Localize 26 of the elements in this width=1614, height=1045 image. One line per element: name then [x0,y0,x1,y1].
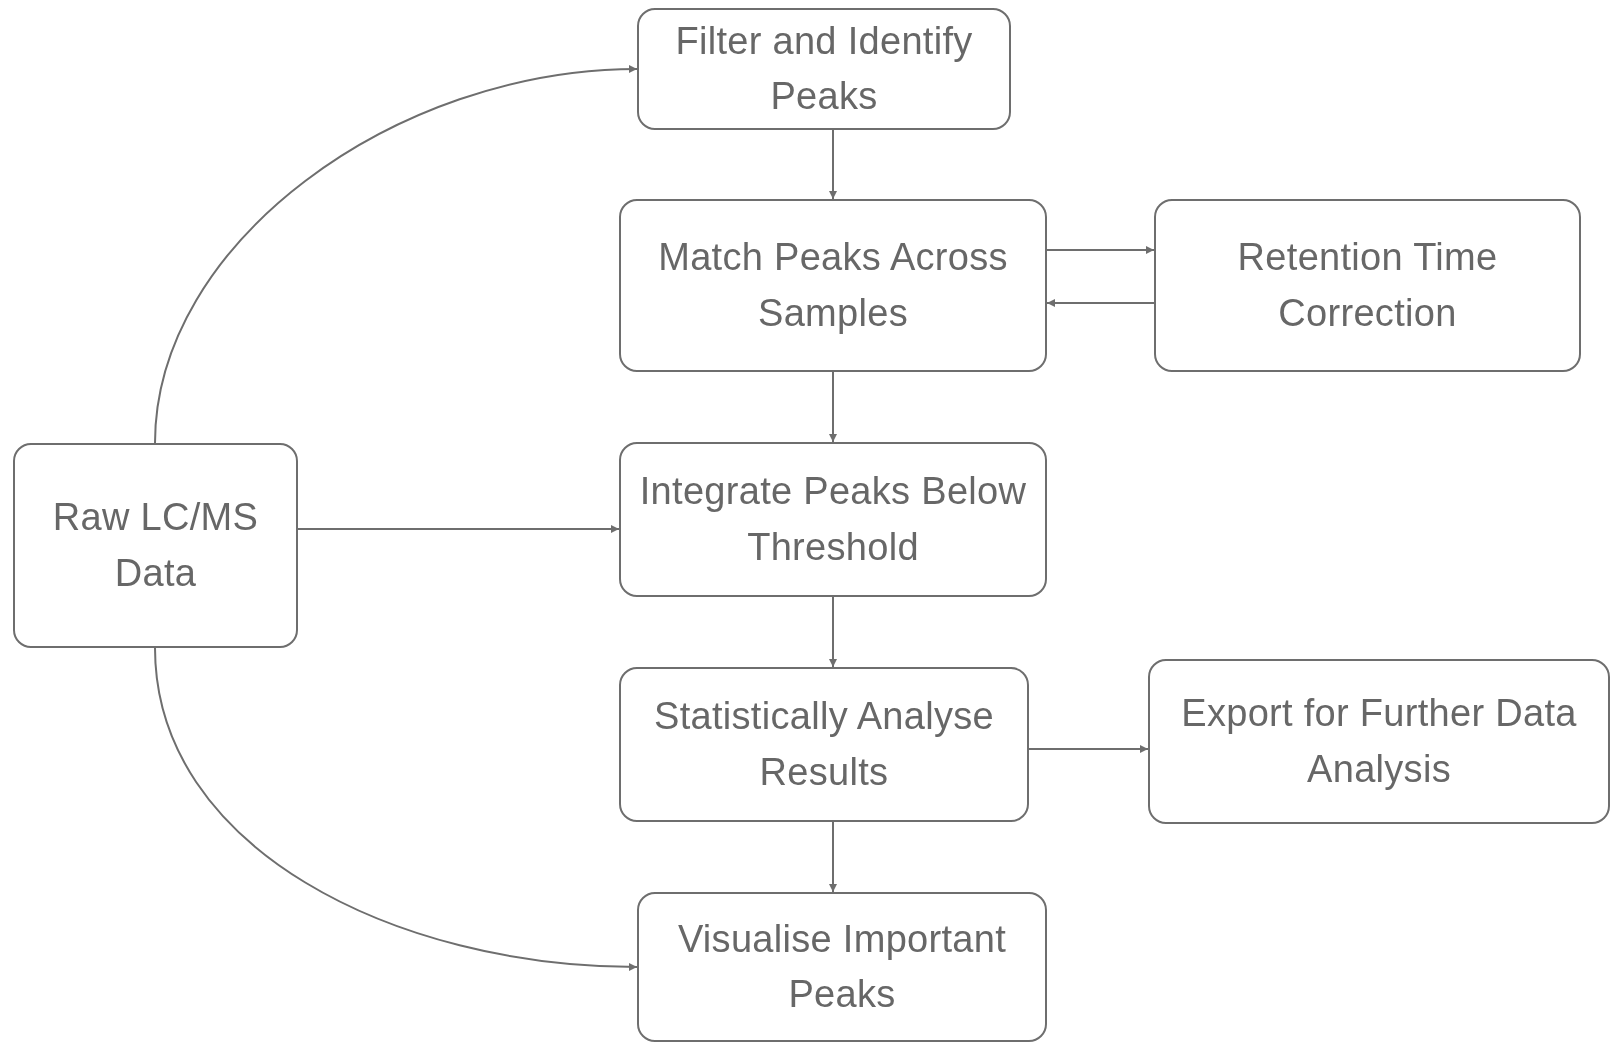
process-box [13,443,298,648]
box-label: Integrate Peaks Below Threshold [638,469,1028,570]
process-box [637,892,1047,1042]
arrow [1046,299,1155,307]
box-label: Match Peaks Across Samples [657,235,1009,336]
box-label: Filter and Identify Peaks [674,18,974,119]
arrow [829,821,837,893]
box-label: Visualise Important Peaks [676,916,1008,1017]
arrow [297,525,620,533]
arrow [154,647,638,971]
arrow [829,596,837,668]
process-box [619,199,1047,372]
process-box [1154,199,1581,372]
arrow [829,129,837,200]
arrow [1028,745,1149,753]
box-label: Export for Further Data Analysis [1180,691,1578,792]
arrow [1046,246,1155,254]
box-label: Statistically Analyse Results [653,694,995,795]
arrow [154,65,638,444]
process-box [619,442,1047,597]
process-box [1148,659,1610,824]
arrow [829,371,837,443]
process-box [637,8,1011,130]
box-label: Retention Time Correction [1236,235,1499,336]
process-box [619,667,1029,822]
box-label: Raw LC/MS Data [51,495,260,596]
